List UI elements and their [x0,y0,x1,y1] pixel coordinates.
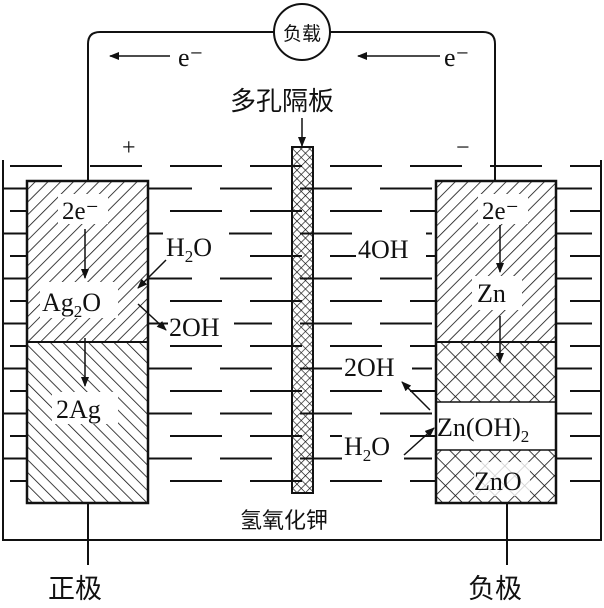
negative-water-label: H2O [344,432,390,465]
electron-label-left: e⁻ [178,43,203,72]
negative-electrode [434,179,558,505]
positive-electron-label: 2e⁻ [62,198,99,225]
arrow-hydroxide-out [137,303,167,331]
ag2o-label: Ag2O [42,288,101,321]
electron-label-right: e⁻ [444,43,469,72]
separator-label: 多孔隔板 [230,87,334,117]
zinc-hydroxide-label: Zn(OH)2 [437,413,529,446]
arrow-water-in [137,259,167,289]
external-wire [87,31,496,181]
negative-hydroxide-out-label: 2OH [344,353,395,382]
porous-separator [291,146,314,494]
negative-electrode-label: 负极 [468,574,522,605]
negative-electron-label: 2e⁻ [482,198,519,225]
positive-sign: + [122,135,136,161]
negative-sign: − [456,135,470,161]
zn-label: Zn [477,279,506,308]
positive-water-label: H2O [166,233,212,266]
negative-hydroxide-in-label: 4OH [358,235,409,264]
electrolyte-label: 氢氧化钾 [240,509,328,534]
arrow-water-consumed [403,427,435,456]
positive-electrode [25,179,150,505]
load-label: 负载 [283,23,321,45]
load [273,3,331,61]
ag-label: 2Ag [56,395,101,424]
positive-hydroxide-label: 2OH [169,313,220,342]
arrow-hydroxide-released [401,381,431,411]
positive-electrode-label: 正极 [48,574,102,605]
zno-label: ZnO [474,467,522,496]
container [2,160,602,541]
